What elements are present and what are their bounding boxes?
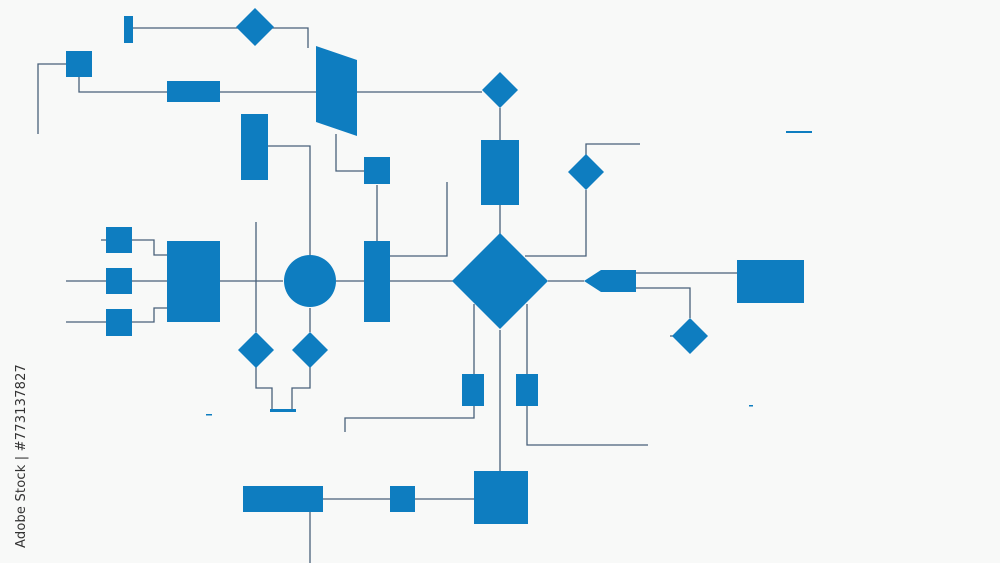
connector-tall-rect-to-circle [268,145,311,256]
connector-lines [37,27,737,563]
input-square-bottom [106,309,132,336]
connector-bar-right-branch [390,182,448,257]
process-small-square-center [364,157,390,184]
process-small-rect-right [516,374,538,406]
process-top-bar [124,16,133,43]
manual-operation-trapezoid [316,46,357,136]
connector-square-to-bar [78,77,167,93]
process-tall-rect [241,114,268,180]
process-rect-right [737,260,804,303]
decision-diamond-upper-right [482,72,518,108]
connector-right-small-down [526,406,648,446]
merge-bar-bottom [270,409,296,412]
arrow-shape-right [584,270,636,292]
process-block-large-left [167,241,220,322]
decision-diamond-lower-left [238,332,274,368]
connector-top-bar-to-diamond [132,27,309,48]
decision-diamond-right [568,154,604,190]
dash-mark-small-left [206,414,212,416]
connector-diamond-branch-right [585,143,640,157]
process-vertical-bar [364,241,390,322]
decision-diamond-central [452,233,548,329]
decision-diamond-lower-right [672,318,708,354]
connector-circle-node [284,255,336,307]
process-rect-upper-center [481,140,519,205]
process-square-left [66,51,92,77]
input-square-middle [106,268,132,294]
dash-mark-right [786,131,812,133]
process-bar-upper [167,81,220,102]
input-square-top [106,227,132,253]
connector-left-bracket [37,63,66,134]
connector-trapezoid-to-small-square [335,134,364,172]
connector-left-small-down [344,406,475,432]
decision-diamond-top [236,8,274,46]
connector-diamonds-merge [255,367,311,410]
flow-shapes [66,8,812,524]
process-square-bottom-large [474,471,528,524]
process-bar-bottom [243,486,323,512]
dash-mark-small-right [749,405,753,407]
connector-big-diamond-to-diamond [525,190,587,257]
stock-id-watermark: Adobe Stock | #773137827 [14,363,29,548]
process-small-square-bottom [390,486,415,512]
decision-diamond-lower-mid [292,332,328,368]
process-small-rect-left [462,374,484,406]
connector-arrow-to-diamond [636,287,691,318]
